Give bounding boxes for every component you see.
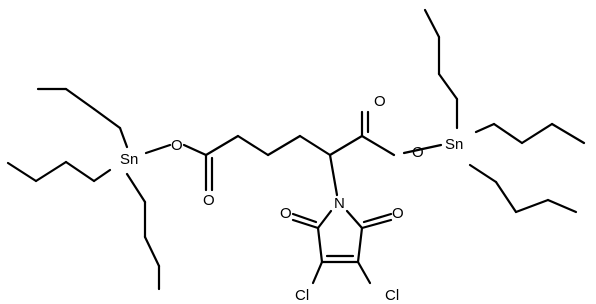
bond xyxy=(362,212,393,224)
bond xyxy=(291,212,318,224)
bond xyxy=(437,72,459,101)
bond xyxy=(266,134,302,157)
bond xyxy=(316,226,324,264)
bond xyxy=(360,134,396,157)
bond xyxy=(64,87,96,111)
atom-label-imide-o-left: O xyxy=(280,205,292,222)
bond xyxy=(118,126,129,149)
bond xyxy=(474,122,496,134)
atom-label-ester-o-left: O xyxy=(171,137,183,154)
bond xyxy=(64,160,96,183)
bond xyxy=(291,218,320,230)
bond xyxy=(550,122,586,145)
bond xyxy=(356,226,364,264)
bond xyxy=(92,107,122,130)
atom-label-sn-left: Sn xyxy=(120,151,138,168)
bond xyxy=(356,260,372,285)
atom-label-chlorine-right: Cl xyxy=(385,287,399,304)
bond xyxy=(514,198,550,214)
bond xyxy=(182,143,208,157)
bond xyxy=(328,153,339,197)
bond xyxy=(144,143,172,155)
bond xyxy=(311,260,324,285)
bond xyxy=(520,122,554,145)
bonds xyxy=(6,8,586,291)
atom-label-nitrogen: N xyxy=(334,195,345,212)
bond xyxy=(236,134,270,157)
bond xyxy=(204,134,240,157)
bond xyxy=(423,8,441,39)
bond xyxy=(92,168,112,183)
bond xyxy=(316,209,333,230)
bond xyxy=(402,143,443,155)
bond xyxy=(6,161,38,183)
bond xyxy=(360,218,393,230)
bond xyxy=(494,180,518,214)
bond xyxy=(328,134,364,157)
atom-label-ester-o-right: O xyxy=(412,144,424,161)
atom-label-carbonyl-o-left: O xyxy=(203,192,215,209)
atom-labels: Sn O O O O Sn N O O Cl Cl xyxy=(120,93,463,304)
atom-label-imide-o-right: O xyxy=(392,205,404,222)
bond xyxy=(345,209,364,230)
bond xyxy=(468,163,498,184)
bond xyxy=(492,122,524,145)
bond xyxy=(546,198,578,214)
atom-label-sn-right: Sn xyxy=(445,136,463,153)
atom-label-carbonyl-o-right: O xyxy=(374,93,386,110)
atom-label-chlorine-left: Cl xyxy=(295,287,309,304)
bond xyxy=(143,235,161,268)
bond xyxy=(125,172,147,204)
bond xyxy=(298,134,332,157)
bond xyxy=(34,160,68,183)
